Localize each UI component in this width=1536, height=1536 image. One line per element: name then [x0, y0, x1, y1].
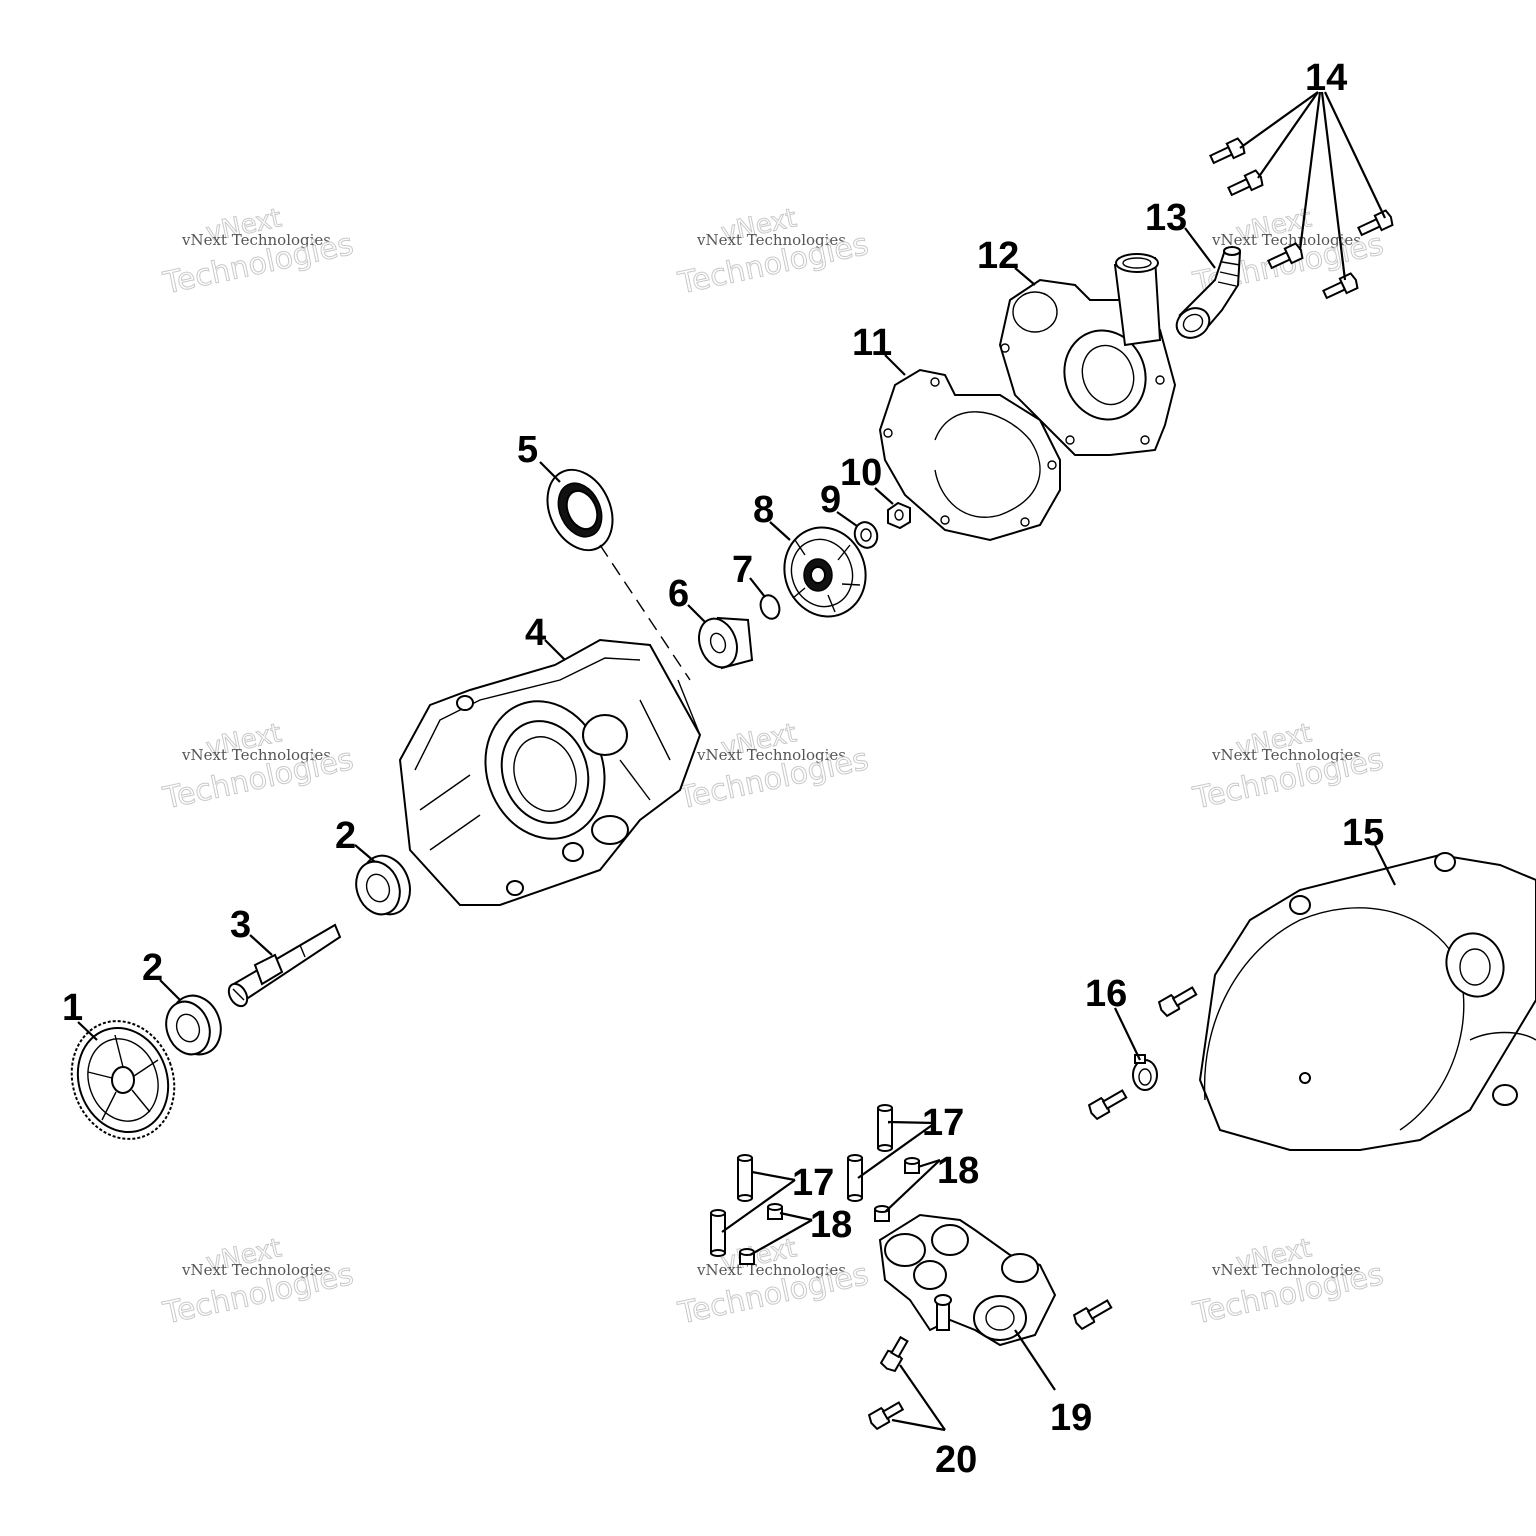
- callout-17-right: 17: [922, 1102, 964, 1144]
- callout-17-left: 17: [792, 1162, 834, 1204]
- callout-18-left: 18: [810, 1204, 852, 1246]
- watermark-9: vNext vNext Technologies Technologies: [1189, 1233, 1387, 1332]
- part-8-impeller: [783, 526, 867, 618]
- watermark-4: vNext vNext Technologies Technologies: [159, 718, 357, 817]
- svg-text:vNext Technologies: vNext Technologies: [1211, 231, 1361, 249]
- callout-2-upper: 2: [335, 815, 356, 857]
- callout-6: 6: [668, 573, 689, 615]
- watermark-8: vNext vNext Technologies Technologies: [674, 1233, 872, 1332]
- callout-18-right: 18: [937, 1150, 979, 1192]
- svg-text:vNext Technologies: vNext Technologies: [696, 231, 846, 249]
- watermark-group: vNext vNext Technologies Technologies vN…: [159, 203, 1387, 1332]
- part-17-sleeves: [710, 1104, 893, 1257]
- part-19-throttle-body: [878, 1213, 1113, 1347]
- part-6-bushing: [698, 616, 754, 670]
- watermark-6: vNext vNext Technologies Technologies: [1189, 718, 1387, 817]
- callout-3: 3: [230, 904, 251, 946]
- part-9-washer: [853, 521, 879, 549]
- part-2-bearing-upper: [355, 854, 411, 916]
- callout-9: 9: [820, 479, 841, 521]
- part-2-bearing-lower: [165, 994, 222, 1056]
- part-16-clip: [1087, 986, 1198, 1121]
- callout-2-lower: 2: [142, 947, 163, 989]
- callout-1: 1: [62, 987, 83, 1029]
- watermark-2: vNext vNext Technologies Technologies: [674, 203, 872, 302]
- part-13-elbow: [1175, 246, 1242, 339]
- callout-13: 13: [1145, 197, 1187, 239]
- part-11-gasket: [878, 368, 1061, 542]
- callout-15: 15: [1342, 812, 1384, 854]
- part-10-nut: [887, 501, 911, 530]
- callout-labels: 1 2 2 3 4 5 6 7 8 9 10 11 12 13 14 15 16…: [62, 57, 1384, 1481]
- part-4-pump-housing: [398, 638, 702, 906]
- watermark-7: vNext vNext Technologies Technologies: [159, 1233, 357, 1332]
- svg-text:vNext Technologies: vNext Technologies: [181, 746, 331, 764]
- part-5-seal: [546, 468, 691, 681]
- callout-5: 5: [517, 429, 538, 471]
- part-12-pump-cover: [998, 253, 1177, 456]
- svg-text:vNext Technologies: vNext Technologies: [696, 746, 846, 764]
- part-1-pulley: [70, 1020, 176, 1140]
- svg-text:vNext Technologies: vNext Technologies: [181, 231, 331, 249]
- leader-lines: [77, 91, 1396, 1432]
- callout-20: 20: [935, 1439, 977, 1481]
- part-7-ring: [759, 594, 781, 620]
- callout-12: 12: [977, 235, 1019, 277]
- svg-text:vNext Technologies: vNext Technologies: [696, 1261, 846, 1279]
- callout-11: 11: [852, 322, 892, 364]
- part-20-bolts: [867, 1335, 909, 1431]
- callout-7: 7: [732, 549, 753, 591]
- watermark-5: vNext vNext Technologies Technologies: [674, 718, 872, 817]
- callout-14: 14: [1305, 57, 1347, 99]
- svg-text:vNext Technologies: vNext Technologies: [1211, 1261, 1361, 1279]
- part-15-large-cover: [1198, 852, 1536, 1151]
- callout-8: 8: [753, 489, 774, 531]
- svg-text:vNext Technologies: vNext Technologies: [181, 1261, 331, 1279]
- callout-19: 19: [1050, 1397, 1092, 1439]
- svg-text:vNext Technologies: vNext Technologies: [1211, 746, 1361, 764]
- part-14-bolts: [1209, 137, 1394, 300]
- callout-4: 4: [525, 612, 546, 654]
- part-3-shaft: [227, 923, 342, 1008]
- callout-16: 16: [1085, 973, 1127, 1015]
- callout-10: 10: [840, 452, 882, 494]
- watermark-1: vNext vNext Technologies Technologies: [159, 203, 357, 302]
